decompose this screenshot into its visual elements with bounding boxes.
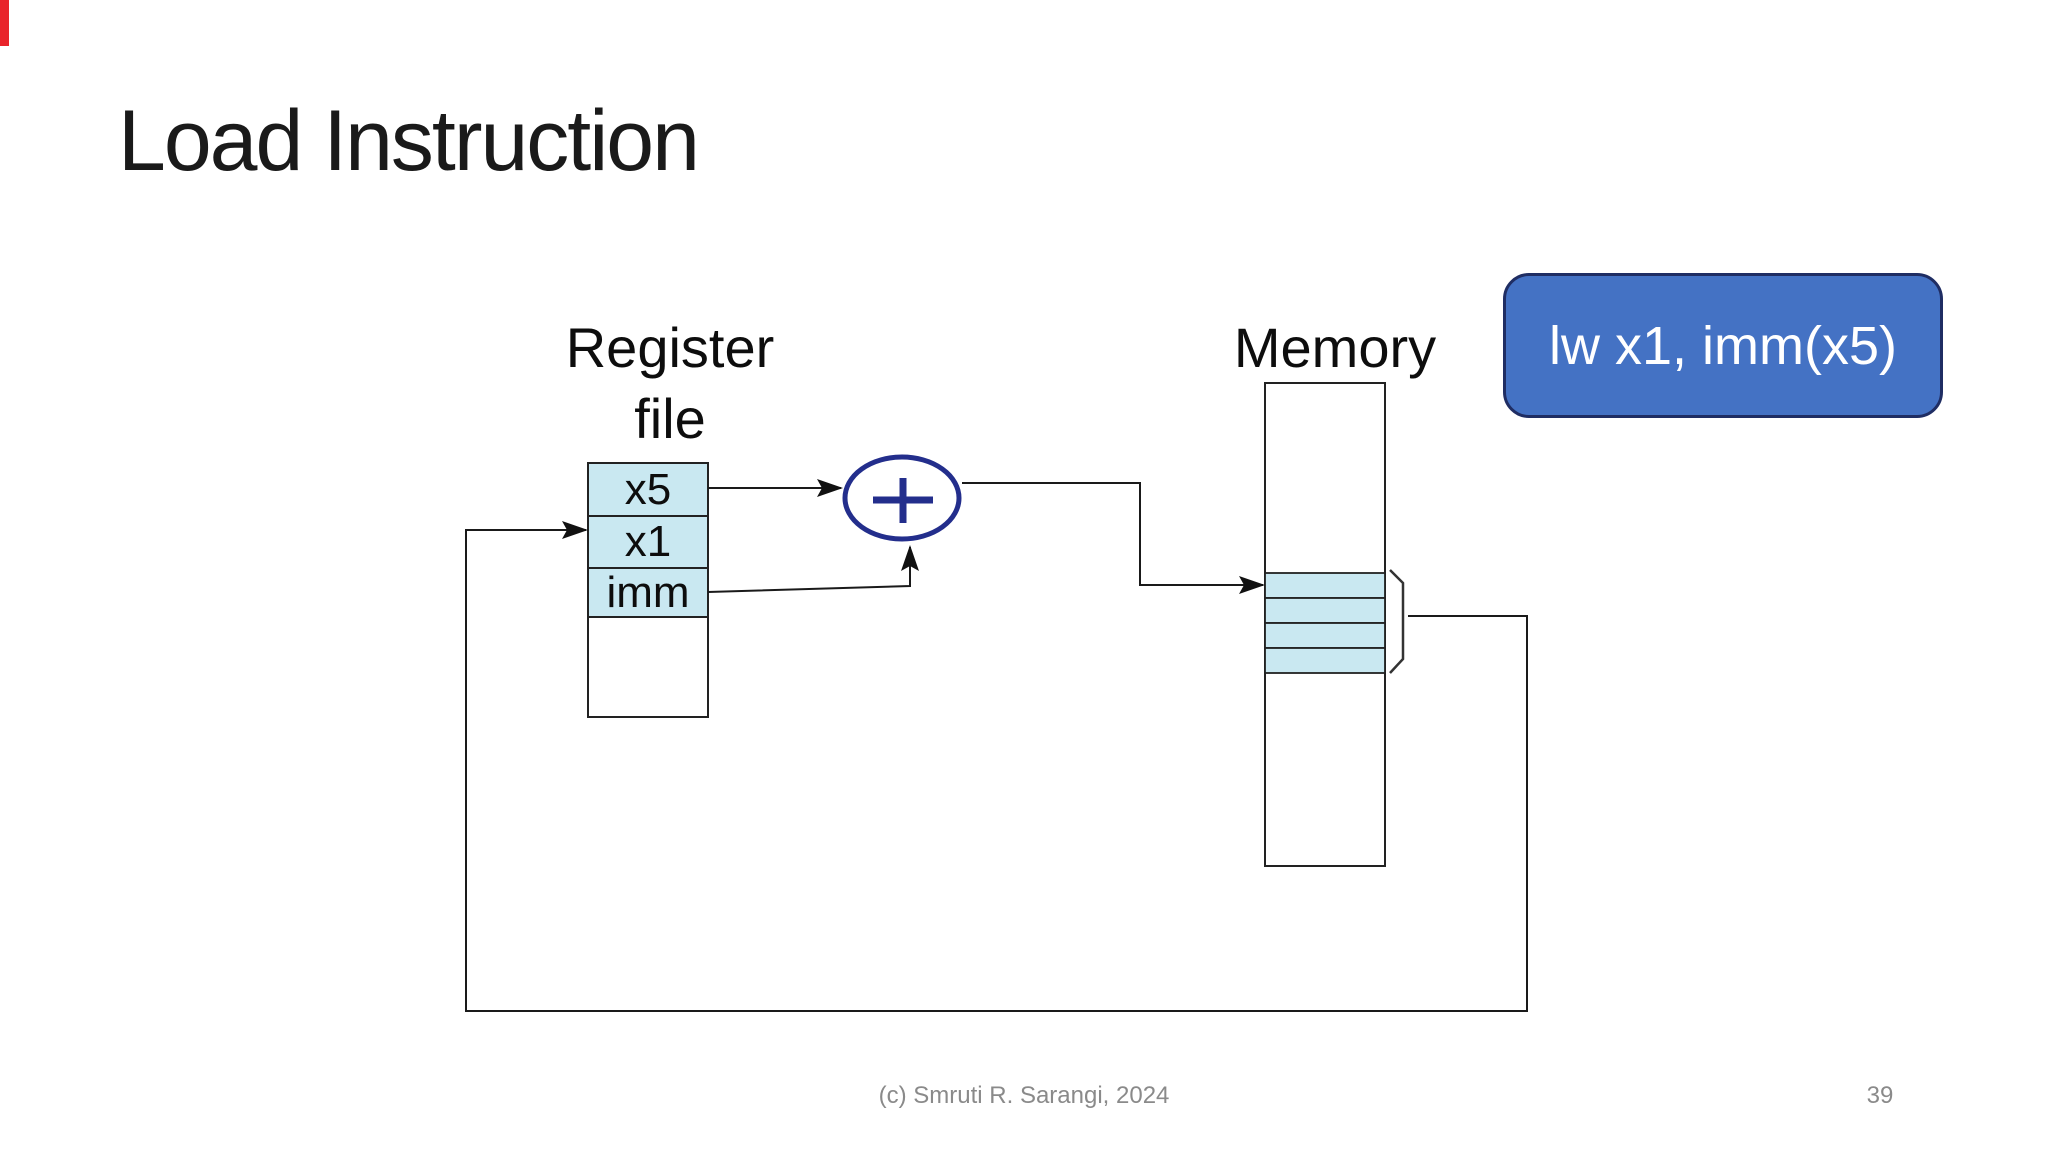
red-edge-marker: [0, 0, 9, 46]
slide-title: Load Instruction: [118, 93, 700, 189]
instruction-text: lw x1, imm(x5): [1549, 315, 1897, 376]
instruction-badge: lw x1, imm(x5): [1503, 273, 1943, 418]
memory-row-1: [1264, 572, 1386, 599]
register-cell-x1-label: x1: [624, 517, 672, 566]
register-cell-imm: [587, 567, 709, 618]
memory-row-3: [1264, 622, 1386, 649]
arrow-adder-to-memory: [962, 482, 1265, 594]
memory-row-2: [1264, 597, 1386, 624]
memory-label: Memory: [1233, 316, 1437, 379]
register-cell-x5-label: x5: [624, 464, 672, 514]
plus-icon: [873, 478, 933, 523]
memory-range-bracket: [1389, 569, 1405, 674]
register-cell-x1: [587, 515, 709, 569]
page-number: 39: [1866, 1082, 1894, 1109]
register-file-label-line1: Register: [565, 316, 775, 379]
footer-copyright: (c) Smruti R. Sarangi, 2024: [878, 1082, 1170, 1109]
register-cell-x5: [587, 462, 709, 517]
register-cell-imm-label: imm: [606, 567, 690, 617]
memory-row-4: [1264, 647, 1386, 674]
arrow-memory-to-register: [465, 521, 1528, 1012]
register-file-label: Register file: [540, 313, 800, 454]
register-file-label-line2: file: [634, 386, 706, 450]
arrow-imm-to-adder: [707, 545, 919, 593]
